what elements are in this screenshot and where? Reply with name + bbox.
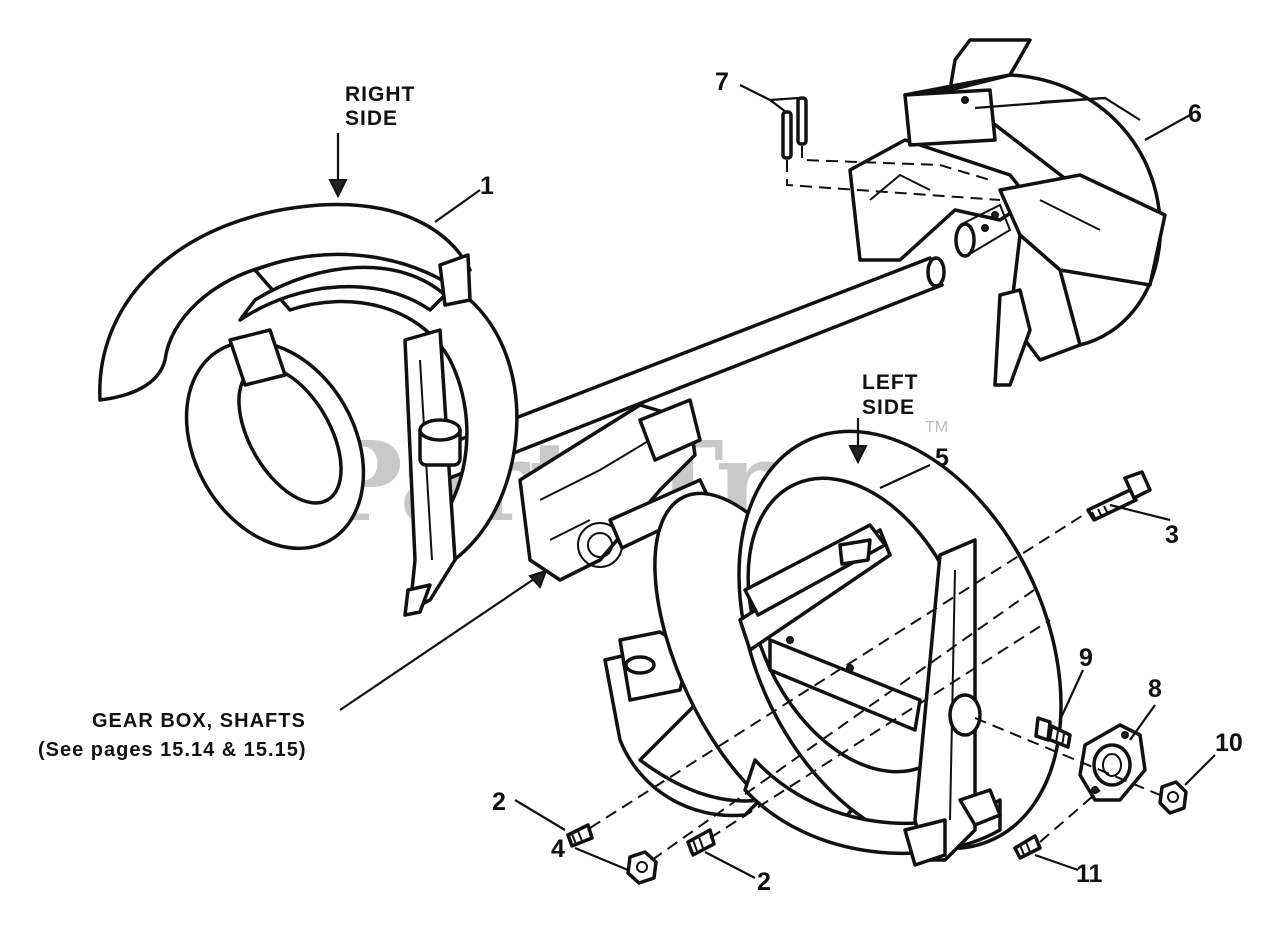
gearbox-page-reference: (See pages 15.14 & 15.15) [38, 739, 306, 761]
discharge-chute-part-6 [848, 38, 1167, 387]
nut-part-4 [626, 850, 658, 885]
gear-box [518, 398, 714, 582]
auger-right-side [98, 202, 519, 617]
nut-part-10 [1158, 780, 1188, 815]
callout-9: 9 [1079, 644, 1093, 672]
watermark-tm: TM [925, 419, 948, 436]
callout-6: 6 [1188, 100, 1202, 128]
callout-2a: 2 [492, 788, 506, 816]
assembly-lines [589, 511, 1161, 861]
callout-10: 10 [1215, 729, 1243, 757]
shear-pins-part-7 [781, 96, 1001, 201]
callout-11: 11 [1076, 860, 1103, 888]
left-side-label-line2: SIDE [862, 396, 915, 419]
gearbox-label: GEAR BOX, SHAFTS [92, 710, 306, 732]
bolt-part-11 [1013, 834, 1042, 860]
callout-3: 3 [1165, 521, 1179, 549]
carriage-bolt-part-2b [686, 828, 716, 857]
auger-left-side [603, 429, 1063, 867]
right-side-label-line1: RIGHT [345, 83, 415, 106]
callout-4: 4 [551, 835, 565, 863]
flange-bearing-part-8 [1078, 723, 1147, 802]
callout-8: 8 [1148, 675, 1162, 703]
left-side-label-line1: LEFT [862, 371, 919, 394]
callout-7: 7 [715, 68, 729, 96]
right-side-label-line2: SIDE [345, 107, 398, 130]
callout-5: 5 [935, 444, 949, 472]
carriage-bolt-part-2 [566, 823, 594, 848]
leader-lines [328, 84, 1216, 879]
callout-2b: 2 [757, 868, 771, 896]
callout-1: 1 [480, 172, 494, 200]
bolt-part-9 [1034, 716, 1072, 749]
